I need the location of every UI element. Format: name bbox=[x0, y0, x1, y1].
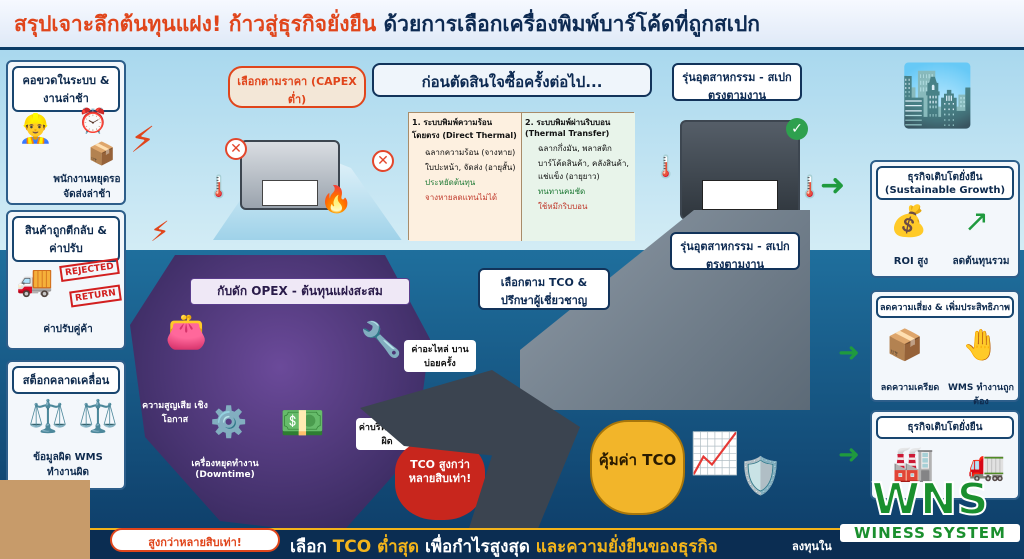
fire-icon: 🔥 bbox=[320, 185, 353, 215]
tco-high-bag: TCO สูงกว่า หลายสิบเท่า! bbox=[395, 440, 485, 520]
parts-cost-label: ค่าอะไหล่ บานบ่อยครั้ง bbox=[404, 340, 476, 372]
dt-item: ประหยัดต้นทุน bbox=[425, 178, 476, 187]
wrench-icon: 🔧 bbox=[360, 320, 403, 360]
arrow-right-icon-2: ➜ bbox=[838, 338, 860, 368]
stock-title: สต็อกคลาดเคลื่อน bbox=[12, 366, 120, 394]
growth-panel: ธุรกิจเติบโตยั่งยืน (Sustainable Growth)… bbox=[870, 160, 1020, 278]
dt-item: ฉลากความร้อน (จางหาย) bbox=[425, 148, 516, 157]
arrow-right-icon-3: ➜ bbox=[838, 440, 860, 470]
returns-title: สินค้าถูกตีกลับ & ค่าปรับ bbox=[12, 216, 120, 262]
money-box-icon: 💰 bbox=[890, 204, 928, 239]
city-icon: 🏙️ bbox=[900, 61, 975, 131]
return-stamp: RETURN bbox=[69, 284, 122, 308]
growth2-title: ธุรกิจเติบโตยั่งยืน bbox=[876, 416, 1014, 439]
growth-chart-icon: 📈 bbox=[690, 431, 740, 477]
cost-down-label: ลดต้นทุนรวม bbox=[952, 256, 1010, 267]
clock-icon: ⏰ bbox=[78, 107, 108, 135]
gear-icon: ⚙️ bbox=[210, 405, 248, 440]
money-wallet-icon: 👛 bbox=[165, 312, 208, 352]
lightning-icon: ⚡ bbox=[130, 120, 156, 161]
growth2-panel: ธุรกิจเติบโตยั่งยืน 🏭 🚛 bbox=[870, 410, 1020, 500]
industrial-printer bbox=[680, 120, 800, 220]
check-icon: ✓ bbox=[786, 118, 808, 140]
thermal-transfer-column: 2. ระบบพิมพ์ผ่านริบบอน (Thermal Transfer… bbox=[522, 113, 635, 241]
wms-label: WMS ทำงานถูกต้อง bbox=[948, 383, 1014, 407]
page-title: สรุปเจาะลึกต้นทุนแฝง! ก้าวสู่ธุรกิจยั่งย… bbox=[14, 12, 760, 36]
direct-thermal-title: 1. ระบบพิมพ์ความร้อนโดยตรง (Direct Therm… bbox=[412, 118, 517, 140]
logo-brand: WNS bbox=[870, 474, 989, 525]
scale-icon: ⚖️ bbox=[28, 397, 68, 435]
thermal-transfer-title: 2. ระบบพิมพ์ผ่านริบบอน (Thermal Transfer… bbox=[525, 118, 611, 138]
returns-panel: สินค้าถูกตีกลับ & ค่าปรับ 🚚 REJECTED RET… bbox=[6, 210, 126, 350]
tco-choice-callout: เลือกตาม TCO & ปรึกษาผู้เชี่ยวชาญ bbox=[478, 268, 610, 310]
logo-name: WINESS SYSTEM bbox=[840, 524, 1020, 542]
downtime-label: เครื่องหยุดทำงาน (Downtime) bbox=[191, 459, 259, 480]
desktop-printer bbox=[240, 140, 340, 210]
bottom-right-tag: ลงทุนใน bbox=[792, 540, 832, 553]
bottom-message: เลือก TCO ต่ำสุด เพื่อกำไรสูงสุด และความ… bbox=[290, 537, 718, 557]
lightning-icon-2: ⚡ bbox=[150, 215, 170, 248]
returns-caption: ค่าปรับคู่ค้า bbox=[43, 324, 93, 335]
risk-panel: ลดความเสี่ยง & เพิ่มประสิทธิภาพ 📦 🤚 ลดคว… bbox=[870, 290, 1020, 407]
before-buying-heading: ก่อนตัดสินใจซื้อครั้งต่อไป... bbox=[372, 63, 652, 97]
tt-item: ฉลากกึ่งมัน, พลาสติก bbox=[538, 144, 612, 153]
industrial-barcode-label bbox=[702, 180, 778, 210]
reject-x-icon-2: ✕ bbox=[372, 150, 394, 172]
tt-item: ใช้หมึกริบบอน bbox=[538, 202, 588, 211]
thermometer-icon-3: 🌡️ bbox=[796, 175, 824, 200]
hand-icon: 🤚 bbox=[962, 328, 1000, 363]
tt-item: บาร์โค้ดสินค้า, คลังสินค้า, แช่แข็ง (อาย… bbox=[538, 159, 629, 181]
reject-x-icon: ✕ bbox=[225, 138, 247, 160]
shield-icon: 🛡️ bbox=[738, 456, 783, 497]
growth-title: ธุรกิจเติบโตยั่งยืน (Sustainable Growth) bbox=[876, 166, 1014, 200]
bottom-banner: สูงกว่าหลายสิบเท่า! เลือก TCO ต่ำสุด เพื… bbox=[90, 528, 970, 559]
scale-icon-2: ⚖️ bbox=[78, 397, 118, 435]
thermometer-icon-2: 🌡️ bbox=[652, 155, 680, 180]
thermometer-icon: 🌡️ bbox=[205, 175, 233, 200]
boxes-stack bbox=[0, 480, 90, 559]
delivery-truck-icon: 🚛 bbox=[968, 448, 1006, 483]
bottleneck-caption: พนักงานหยุดรอ จัดส่งล่าช้า bbox=[53, 174, 121, 200]
roi-label: ROI สูง bbox=[893, 256, 929, 267]
truck-icon: 🚚 bbox=[16, 264, 54, 299]
value-tco-bag: คุ้มค่า TCO bbox=[590, 420, 685, 515]
bottleneck-panel: คอขวดในระบบ & งานล่าช้า 👷‍♂️ ⏰ 📦 พนักงาน… bbox=[6, 60, 126, 205]
risk-title: ลดความเสี่ยง & เพิ่มประสิทธิภาพ bbox=[876, 296, 1014, 318]
stock-panel: สต็อกคลาดเคลื่อน ⚖️ ⚖️ ข้อมูลผิด WMS ทำง… bbox=[6, 360, 126, 490]
dt-item: จางหายลดแทนไม่ได้ bbox=[425, 193, 498, 202]
wns-logo: WNS WINESS SYSTEM bbox=[840, 474, 1020, 556]
bottom-left-tag: สูงกว่าหลายสิบเท่า! bbox=[110, 528, 280, 552]
workers-icon: 👷‍♂️ bbox=[18, 112, 53, 145]
industrial-callout-bottom: รุ่นอุตสาหกรรม - สเปกตรงตามงาน bbox=[670, 232, 800, 271]
opex-trap-label: กับดัก OPEX - ต้นทุนแฝงสะสม bbox=[190, 278, 410, 305]
tt-item: ทนทานคมชัด bbox=[538, 187, 586, 196]
box-up-icon: 📦 bbox=[886, 328, 924, 363]
stress-label: ลดความเครียด bbox=[880, 383, 940, 393]
direct-thermal-column: 1. ระบบพิมพ์ความร้อนโดยตรง (Direct Therm… bbox=[409, 113, 522, 241]
bottleneck-title: คอขวดในระบบ & งานล่าช้า bbox=[12, 66, 120, 112]
dt-item: ใบปะหน้า, จัดส่ง (อายุสั้น) bbox=[425, 163, 516, 172]
comparison-table: 1. ระบบพิมพ์ความร้อนโดยตรง (Direct Therm… bbox=[408, 112, 635, 241]
boxes-icon: 📦 bbox=[88, 142, 116, 167]
cash-icon: 💵 bbox=[280, 403, 325, 444]
stock-caption: ข้อมูลผิด WMS ทำงานผิด bbox=[33, 452, 103, 478]
barcode-label bbox=[262, 180, 318, 206]
header-bar: สรุปเจาะลึกต้นทุนแฝง! ก้าวสู่ธุรกิจยั่งย… bbox=[0, 0, 1024, 50]
capex-callout: เลือกตามราคา (CAPEX ต่ำ) bbox=[228, 66, 366, 108]
warehouse-icon: 🏭 bbox=[892, 444, 935, 484]
industrial-callout-top: รุ่นอุตสาหกรรม - สเปกตรงตามงาน bbox=[672, 63, 802, 102]
arrow-right-icon: ➜ bbox=[820, 168, 846, 203]
trend-up-icon: ↗ bbox=[964, 204, 990, 239]
opportunity-loss: ความสูญเสีย เชิงโอกาส bbox=[142, 401, 208, 425]
